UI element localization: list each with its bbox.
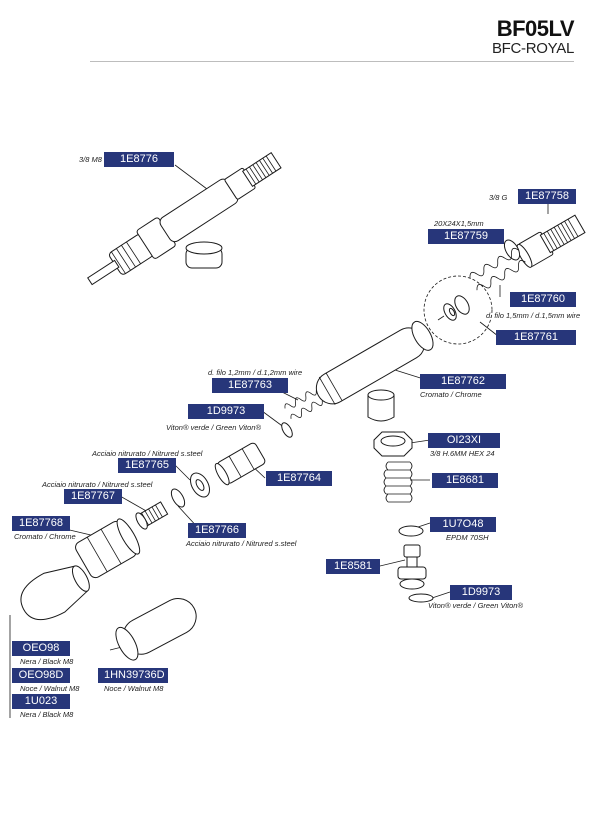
part-code-1U7O48[interactable]: 1U7O48	[430, 517, 496, 532]
note-filo-1-2: d. filo 1,2mm / d.1,2mm wire	[208, 368, 303, 377]
part-code-1E8581[interactable]: 1E8581	[326, 559, 380, 574]
ring-1E87766	[170, 488, 186, 508]
valve-stem-1E8581	[397, 544, 427, 590]
note-filo-1-5: d. filo 1,5mm / d.1,5mm wire	[486, 311, 581, 320]
part-code-1E87761[interactable]: 1E87761	[496, 330, 576, 345]
part-code-1E87764[interactable]: 1E87764	[266, 471, 332, 486]
model-subtitle: BFC-ROYAL	[491, 40, 574, 57]
note-cromato-1: Cromato / Chrome	[420, 390, 482, 399]
part-code-1U023[interactable]: 1U023	[12, 694, 70, 709]
main-body-1E87762	[315, 320, 434, 405]
note-cromato-2: Cromato / Chrome	[14, 532, 76, 541]
part-code-1D9973-a[interactable]: 1D9973	[188, 404, 264, 419]
part-code-1E8776[interactable]: 1E8776	[104, 152, 174, 167]
note-acciaio-2: Acciaio nitrurato / Nitrured s.steel	[42, 480, 153, 489]
part-code-1HN39736D[interactable]: 1HN39736D	[98, 668, 168, 683]
part-code-OEO98[interactable]: OEO98	[12, 641, 70, 656]
valve-body-1E8776	[87, 152, 282, 286]
note-epdm: EPDM 70SH	[446, 533, 489, 542]
note-3-8-g: 3/8 G	[489, 193, 508, 202]
spring-1E87760	[469, 247, 526, 291]
note-20x24: 20X24X1,5mm	[434, 219, 484, 228]
part-code-1E87760[interactable]: 1E87760	[510, 292, 576, 307]
note-3-8-m8: 3/8 M8	[79, 155, 102, 164]
knob-OEO98	[20, 565, 90, 621]
part-code-OEO98D[interactable]: OEO98D	[12, 668, 70, 683]
piston-1E87764	[214, 442, 266, 486]
part-code-1E87763[interactable]: 1E87763	[212, 378, 288, 393]
spring-1E87763	[284, 390, 323, 419]
model-title: BF05LV	[496, 16, 575, 41]
part-code-1E87768[interactable]: 1E87768	[12, 516, 70, 531]
note-acciaio-1: Acciaio nitrurato / Nitrured s.steel	[92, 449, 203, 458]
part-code-1E87762[interactable]: 1E87762	[420, 374, 506, 389]
note-nera-1: Nera / Black M8	[20, 657, 74, 666]
detail-circle-1E87761	[423, 275, 493, 345]
note-noce-1: Noce / Walnut M8	[20, 684, 80, 693]
ring-1E87765	[190, 472, 210, 498]
nut-1E87768	[75, 518, 141, 579]
part-code-1E8681[interactable]: 1E8681	[432, 473, 498, 488]
part-code-1E87759[interactable]: 1E87759	[428, 229, 504, 244]
note-acciaio-3: Acciaio nitrurato / Nitrured s.steel	[186, 539, 297, 548]
note-nera-2: Nera / Black M8	[20, 710, 74, 719]
oring-1D9973-b	[408, 593, 434, 603]
spring-1E8681	[383, 461, 413, 503]
header-divider	[90, 61, 574, 62]
knob-1HN39736D	[115, 597, 197, 661]
part-code-1E87765[interactable]: 1E87765	[118, 458, 176, 473]
note-viton-2: Viton® verde / Green Viton®	[428, 601, 523, 610]
part-code-OI23XI[interactable]: OI23XI	[428, 433, 500, 448]
fitting-1E87758	[516, 214, 586, 268]
oring-1U7O48	[398, 525, 424, 537]
note-viton-1: Viton® verde / Green Viton®	[166, 423, 261, 432]
part-code-1D9973-b[interactable]: 1D9973	[450, 585, 512, 600]
main-body-outlet-top	[367, 389, 395, 401]
note-noce-2: Noce / Walnut M8	[104, 684, 164, 693]
part-code-1E87758[interactable]: 1E87758	[518, 189, 576, 204]
part-code-1E87767[interactable]: 1E87767	[64, 489, 122, 504]
part-code-1E87766[interactable]: 1E87766	[188, 523, 246, 538]
oring-1D9973-a	[281, 422, 293, 438]
main-body-outlet	[367, 394, 395, 422]
hex-nut-OI23XI	[373, 431, 413, 457]
screw-1E87767	[135, 501, 169, 530]
note-hex: 3/8 H.6MM HEX 24	[430, 449, 495, 458]
